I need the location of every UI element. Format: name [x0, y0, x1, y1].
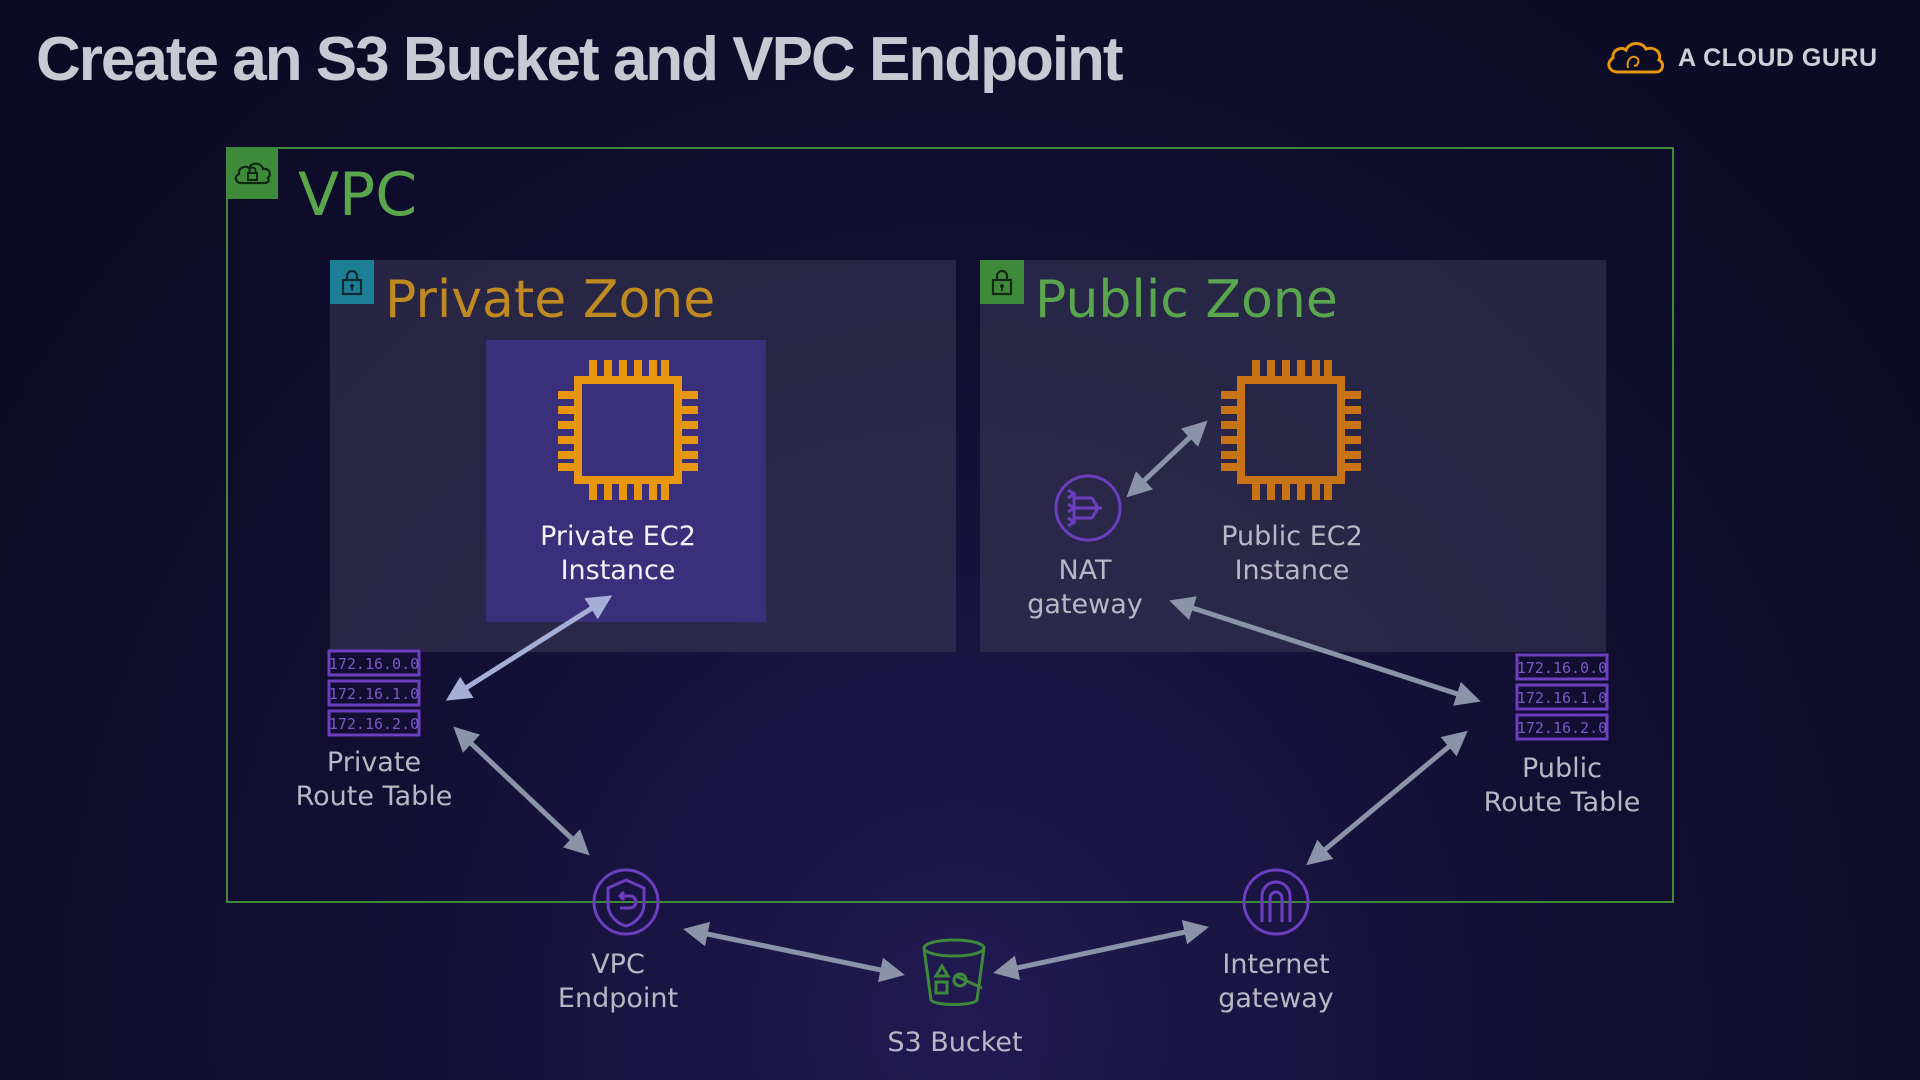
- private-route-table-icon: 172.16.0.0 172.16.1.0 172.16.2.0: [327, 649, 421, 737]
- brand-logo: A CLOUD GURU: [1604, 38, 1878, 78]
- private-rt-entry-1: 172.16.0.0: [329, 655, 419, 673]
- arrow-private-route-table-endpoint: [453, 726, 590, 856]
- private-zone-title: Private Zone: [385, 270, 716, 330]
- nat-gateway-icon: [1054, 474, 1122, 542]
- vpc-container: [226, 147, 1674, 903]
- arrow-nat-public-ec2: [1126, 420, 1208, 498]
- public-rt-entry-3: 172.16.2.0: [1517, 719, 1607, 737]
- vpc-endpoint-icon: [592, 868, 660, 936]
- public-route-table-icon: 172.16.0.0 172.16.1.0 172.16.2.0: [1515, 653, 1609, 741]
- public-zone-lock-icon: [980, 260, 1024, 304]
- vpc-cloud-lock-icon: [226, 147, 278, 199]
- public-ec2-label: Public EC2 Instance: [1221, 521, 1363, 586]
- arrow-s3-internet-gateway: [993, 919, 1209, 981]
- arrow-private-ec2-route-table: [445, 595, 613, 701]
- arrow-nat-public-route-table: [1169, 596, 1481, 706]
- slide-title: Create an S3 Bucket and VPC Endpoint: [36, 25, 1124, 94]
- private-route-table-label: Private Route Table: [295, 747, 453, 812]
- vpc-endpoint-label: VPC Endpoint: [557, 949, 679, 1014]
- internet-gateway-icon: [1242, 868, 1310, 936]
- internet-gateway-label: Internet gateway: [1218, 949, 1334, 1014]
- private-ec2-chip-icon: [558, 360, 698, 500]
- cloud-guru-icon: [1607, 42, 1665, 74]
- public-zone-title: Public Zone: [1035, 270, 1338, 330]
- private-rt-entry-3: 172.16.2.0: [329, 715, 419, 733]
- private-ec2-label: Private EC2 Instance: [540, 521, 696, 586]
- brand-name: A CLOUD GURU: [1678, 43, 1878, 72]
- public-rt-entry-2: 172.16.1.0: [1517, 689, 1607, 707]
- s3-bucket-icon: [922, 938, 986, 1006]
- private-zone-lock-icon: [330, 260, 374, 304]
- s3-bucket-label: S3 Bucket: [887, 1027, 1023, 1058]
- private-rt-entry-2: 172.16.1.0: [329, 685, 419, 703]
- public-ec2-chip-icon: [1221, 360, 1361, 500]
- arrow-internet-gateway-public-route-table: [1306, 730, 1468, 866]
- public-rt-entry-1: 172.16.0.0: [1517, 659, 1607, 677]
- arrow-endpoint-s3: [683, 921, 905, 983]
- public-route-table-label: Public Route Table: [1483, 753, 1641, 818]
- vpc-label: VPC: [298, 160, 418, 230]
- nat-gateway-label: NAT gateway: [1027, 555, 1143, 620]
- public-zone: [980, 260, 1606, 652]
